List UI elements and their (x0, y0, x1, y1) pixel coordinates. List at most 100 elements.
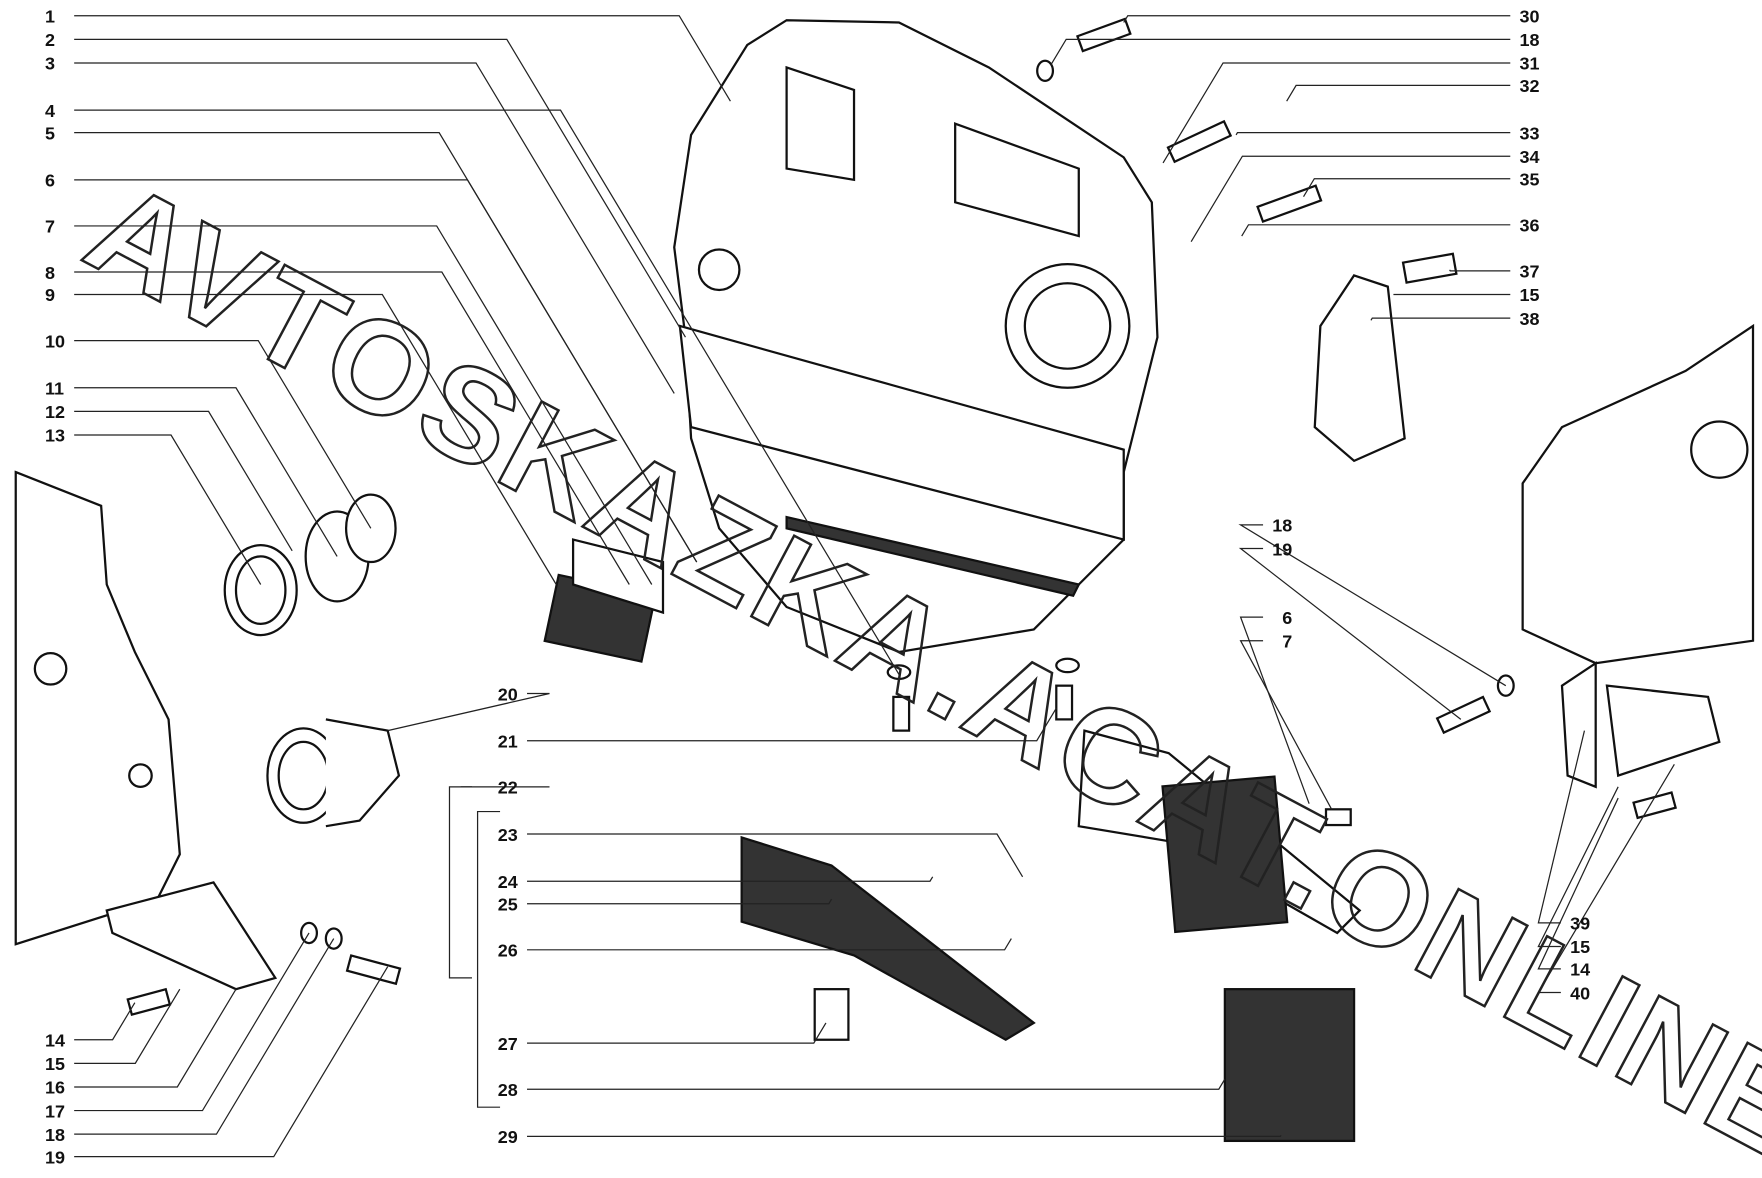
callout-label-16: 16 (45, 1078, 65, 1098)
callout-label-25: 25 (498, 894, 518, 914)
leader-line-18 (1238, 524, 1507, 687)
callout-label-23: 23 (498, 825, 518, 845)
callout-label-6: 6 (45, 171, 55, 191)
leader-line-26 (527, 938, 1012, 951)
leader-line-28 (527, 1078, 1226, 1090)
callout-label-18: 18 (45, 1125, 65, 1145)
callout-label-12: 12 (45, 402, 65, 422)
leader-line-19 (74, 966, 389, 1158)
leader-line-21 (527, 707, 1057, 742)
cover-plate (1313, 274, 1406, 463)
callout-label-36: 36 (1520, 216, 1540, 236)
leader-line-2 (74, 38, 687, 338)
callout-label-20: 20 (498, 684, 518, 704)
leader-line-29 (527, 1134, 1282, 1138)
leader-line-18 (1050, 38, 1511, 66)
callout-label-18: 18 (1520, 30, 1540, 50)
leader-line-18 (74, 938, 335, 1135)
callout-label-4: 4 (45, 101, 55, 121)
leader-line-6 (1239, 616, 1310, 804)
leader-line-3 (74, 62, 675, 394)
parts-drawing (14, 17, 1755, 1143)
callout-label-13: 13 (45, 426, 65, 446)
callout-label-33: 33 (1520, 123, 1540, 143)
leader-line-31 (1162, 62, 1511, 164)
leader-line-39 (1537, 730, 1586, 924)
callout-labels: 1234567891011121314151617181920212223242… (45, 6, 1590, 1167)
leader-line-1 (74, 15, 731, 102)
leader-line-9 (74, 293, 557, 585)
callout-label-8: 8 (45, 263, 55, 283)
fasteners (126, 17, 1677, 1016)
leader-line-19 (1238, 547, 1462, 720)
leader-line-40 (1537, 764, 1675, 994)
leader-lines (74, 15, 1675, 1158)
leader-line-37 (1449, 269, 1511, 272)
callout-label-28: 28 (498, 1080, 518, 1100)
leader-line-25 (527, 898, 833, 905)
callout-label-7: 7 (1282, 631, 1292, 651)
leader-line-23 (527, 833, 1024, 878)
callout-label-27: 27 (498, 1034, 518, 1054)
leader-line-15 (1537, 786, 1619, 948)
leader-line-38 (1370, 317, 1511, 321)
callout-label-26: 26 (498, 941, 518, 961)
leader-line-24 (527, 876, 934, 882)
leader-line-7 (74, 225, 653, 585)
callout-label-39: 39 (1570, 914, 1590, 934)
callout-label-37: 37 (1520, 262, 1540, 282)
callout-label-11: 11 (45, 379, 64, 399)
callout-label-14: 14 (45, 1030, 65, 1050)
leader-line-30 (1123, 15, 1511, 23)
callout-label-19: 19 (1272, 539, 1292, 559)
callout-label-30: 30 (1520, 6, 1540, 26)
leader-line-11 (74, 387, 338, 557)
callout-label-19: 19 (45, 1147, 65, 1167)
leader-line-16 (74, 988, 237, 1088)
leader-line-14 (74, 1002, 136, 1041)
leader-line-27 (527, 1022, 827, 1044)
callout-label-9: 9 (45, 285, 55, 305)
callout-label-29: 29 (498, 1127, 518, 1147)
leader-line-35 (1302, 178, 1511, 198)
leader-line-14 (1537, 797, 1619, 970)
leader-line-15 (74, 988, 181, 1064)
leader-line-33 (1235, 132, 1511, 136)
callout-label-22: 22 (498, 778, 518, 798)
callout-label-40: 40 (1570, 983, 1590, 1003)
release-fork (740, 729, 1362, 1143)
release-bearing (223, 493, 401, 828)
callout-label-24: 24 (498, 872, 518, 892)
callout-label-31: 31 (1520, 54, 1540, 74)
leader-line-8 (74, 271, 630, 585)
leader-line-34 (1190, 155, 1511, 242)
callout-label-21: 21 (498, 731, 518, 751)
engine-block-right (1521, 323, 1755, 789)
leader-line-36 (1241, 224, 1511, 237)
callout-label-15: 15 (1570, 937, 1590, 957)
leader-line-32 (1286, 84, 1511, 102)
leader-line-10 (74, 339, 372, 529)
callout-label-7: 7 (45, 217, 55, 237)
callout-label-35: 35 (1520, 169, 1540, 189)
callout-label-17: 17 (45, 1101, 65, 1121)
leader-line-12 (74, 410, 293, 552)
group-bracket (476, 810, 501, 1108)
callout-label-10: 10 (45, 331, 65, 351)
callout-label-14: 14 (1570, 960, 1590, 980)
callout-label-6: 6 (1282, 608, 1292, 628)
leader-line-13 (74, 434, 262, 585)
callout-label-15: 15 (45, 1054, 65, 1074)
callout-label-2: 2 (45, 30, 55, 50)
callout-label-5: 5 (45, 123, 55, 143)
callout-label-32: 32 (1520, 76, 1540, 96)
group-bracket (448, 786, 472, 979)
clutch-housing (673, 19, 1159, 654)
leader-line-7 (1239, 640, 1333, 810)
callout-label-3: 3 (45, 54, 55, 74)
leader-line-4 (74, 109, 900, 675)
leader-line-6 (74, 179, 698, 563)
leader-line-20 (387, 692, 550, 732)
callout-label-1: 1 (45, 6, 55, 26)
